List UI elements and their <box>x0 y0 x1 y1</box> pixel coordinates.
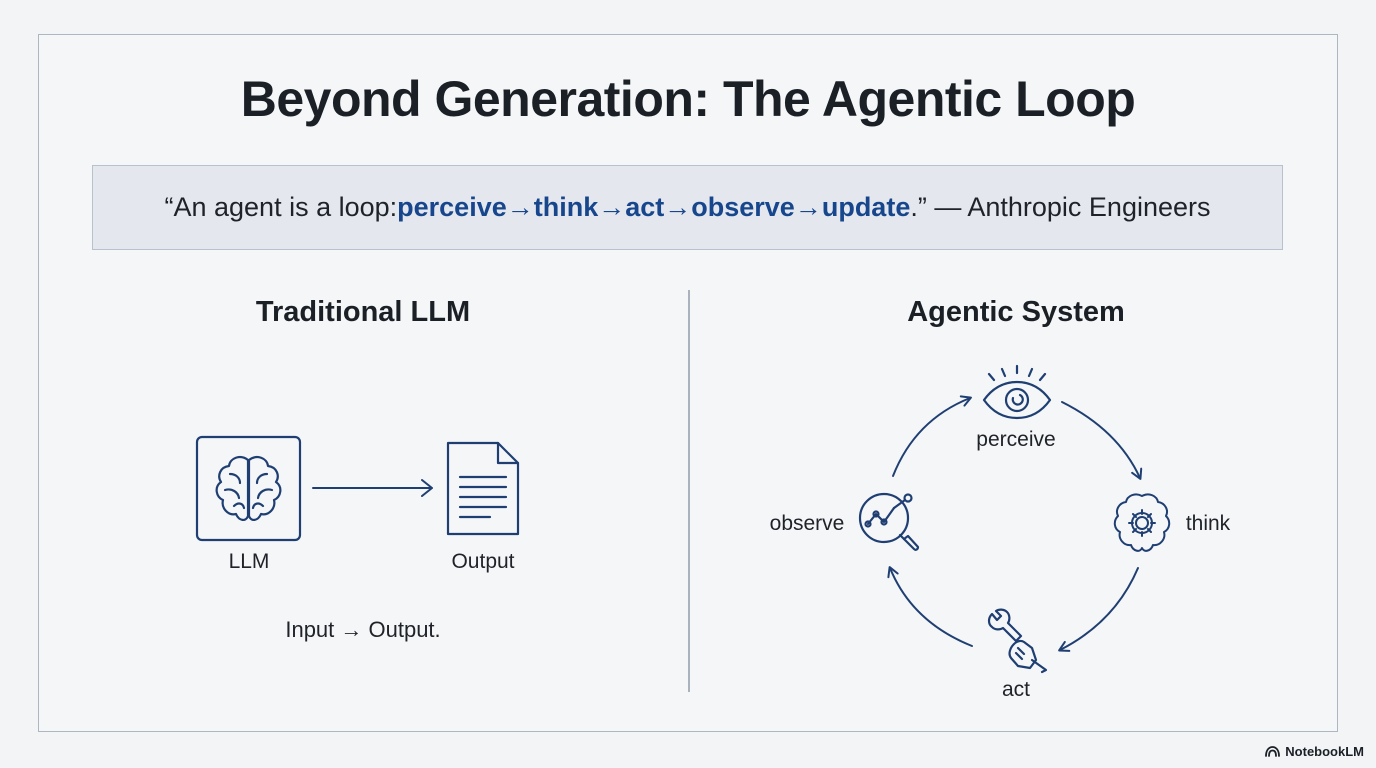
hand-wrench-icon <box>987 608 1048 674</box>
observe-label: observe <box>769 512 845 535</box>
act-label: act <box>1001 678 1030 701</box>
quote-step-perceive: perceive <box>397 192 507 222</box>
quote-arrow: → <box>794 192 822 222</box>
brand-text: NotebookLM <box>1285 744 1364 759</box>
brain-gear-icon <box>1113 493 1171 552</box>
think-label: think <box>1185 512 1231 535</box>
eye-icon <box>982 364 1052 420</box>
quote-arrow: → <box>506 192 534 222</box>
magnifier-chart-icon <box>858 492 920 551</box>
arrow-perceive-to-think <box>1061 401 1143 480</box>
notebooklm-logo-icon <box>1265 746 1281 757</box>
llm-label: LLM <box>228 550 270 573</box>
output-label: Output <box>451 550 515 573</box>
quote-step-observe: observe <box>691 192 795 222</box>
slide-title: Beyond Generation: The Agentic Loop <box>240 71 1136 127</box>
quote-suffix: .” — Anthropic Engineers <box>910 192 1211 222</box>
traditional-llm-title: Traditional LLM <box>255 296 471 328</box>
quote-arrow: → <box>598 192 626 222</box>
quote-step-think: think <box>533 192 599 222</box>
arrow-think-to-act <box>1058 567 1139 652</box>
quote-box: “An agent is a loop: perceive → think → … <box>92 165 1283 250</box>
quote-arrow: → <box>664 192 692 222</box>
agentic-system-title: Agentic System <box>907 296 1125 328</box>
traditional-caption: Input → Output. <box>285 617 441 642</box>
column-divider <box>688 290 690 692</box>
perceive-label: perceive <box>976 428 1056 451</box>
notebooklm-branding: NotebookLM <box>1265 744 1364 759</box>
quote-prefix: “An agent is a loop: <box>164 192 398 222</box>
brain-icon <box>195 435 302 542</box>
arrow-right-icon <box>312 479 433 497</box>
arrow-observe-to-perceive <box>892 395 972 477</box>
quote-step-act: act <box>625 192 665 222</box>
arrow-act-to-observe <box>887 566 973 647</box>
document-icon <box>446 441 520 536</box>
quote-step-update: update <box>821 192 911 222</box>
